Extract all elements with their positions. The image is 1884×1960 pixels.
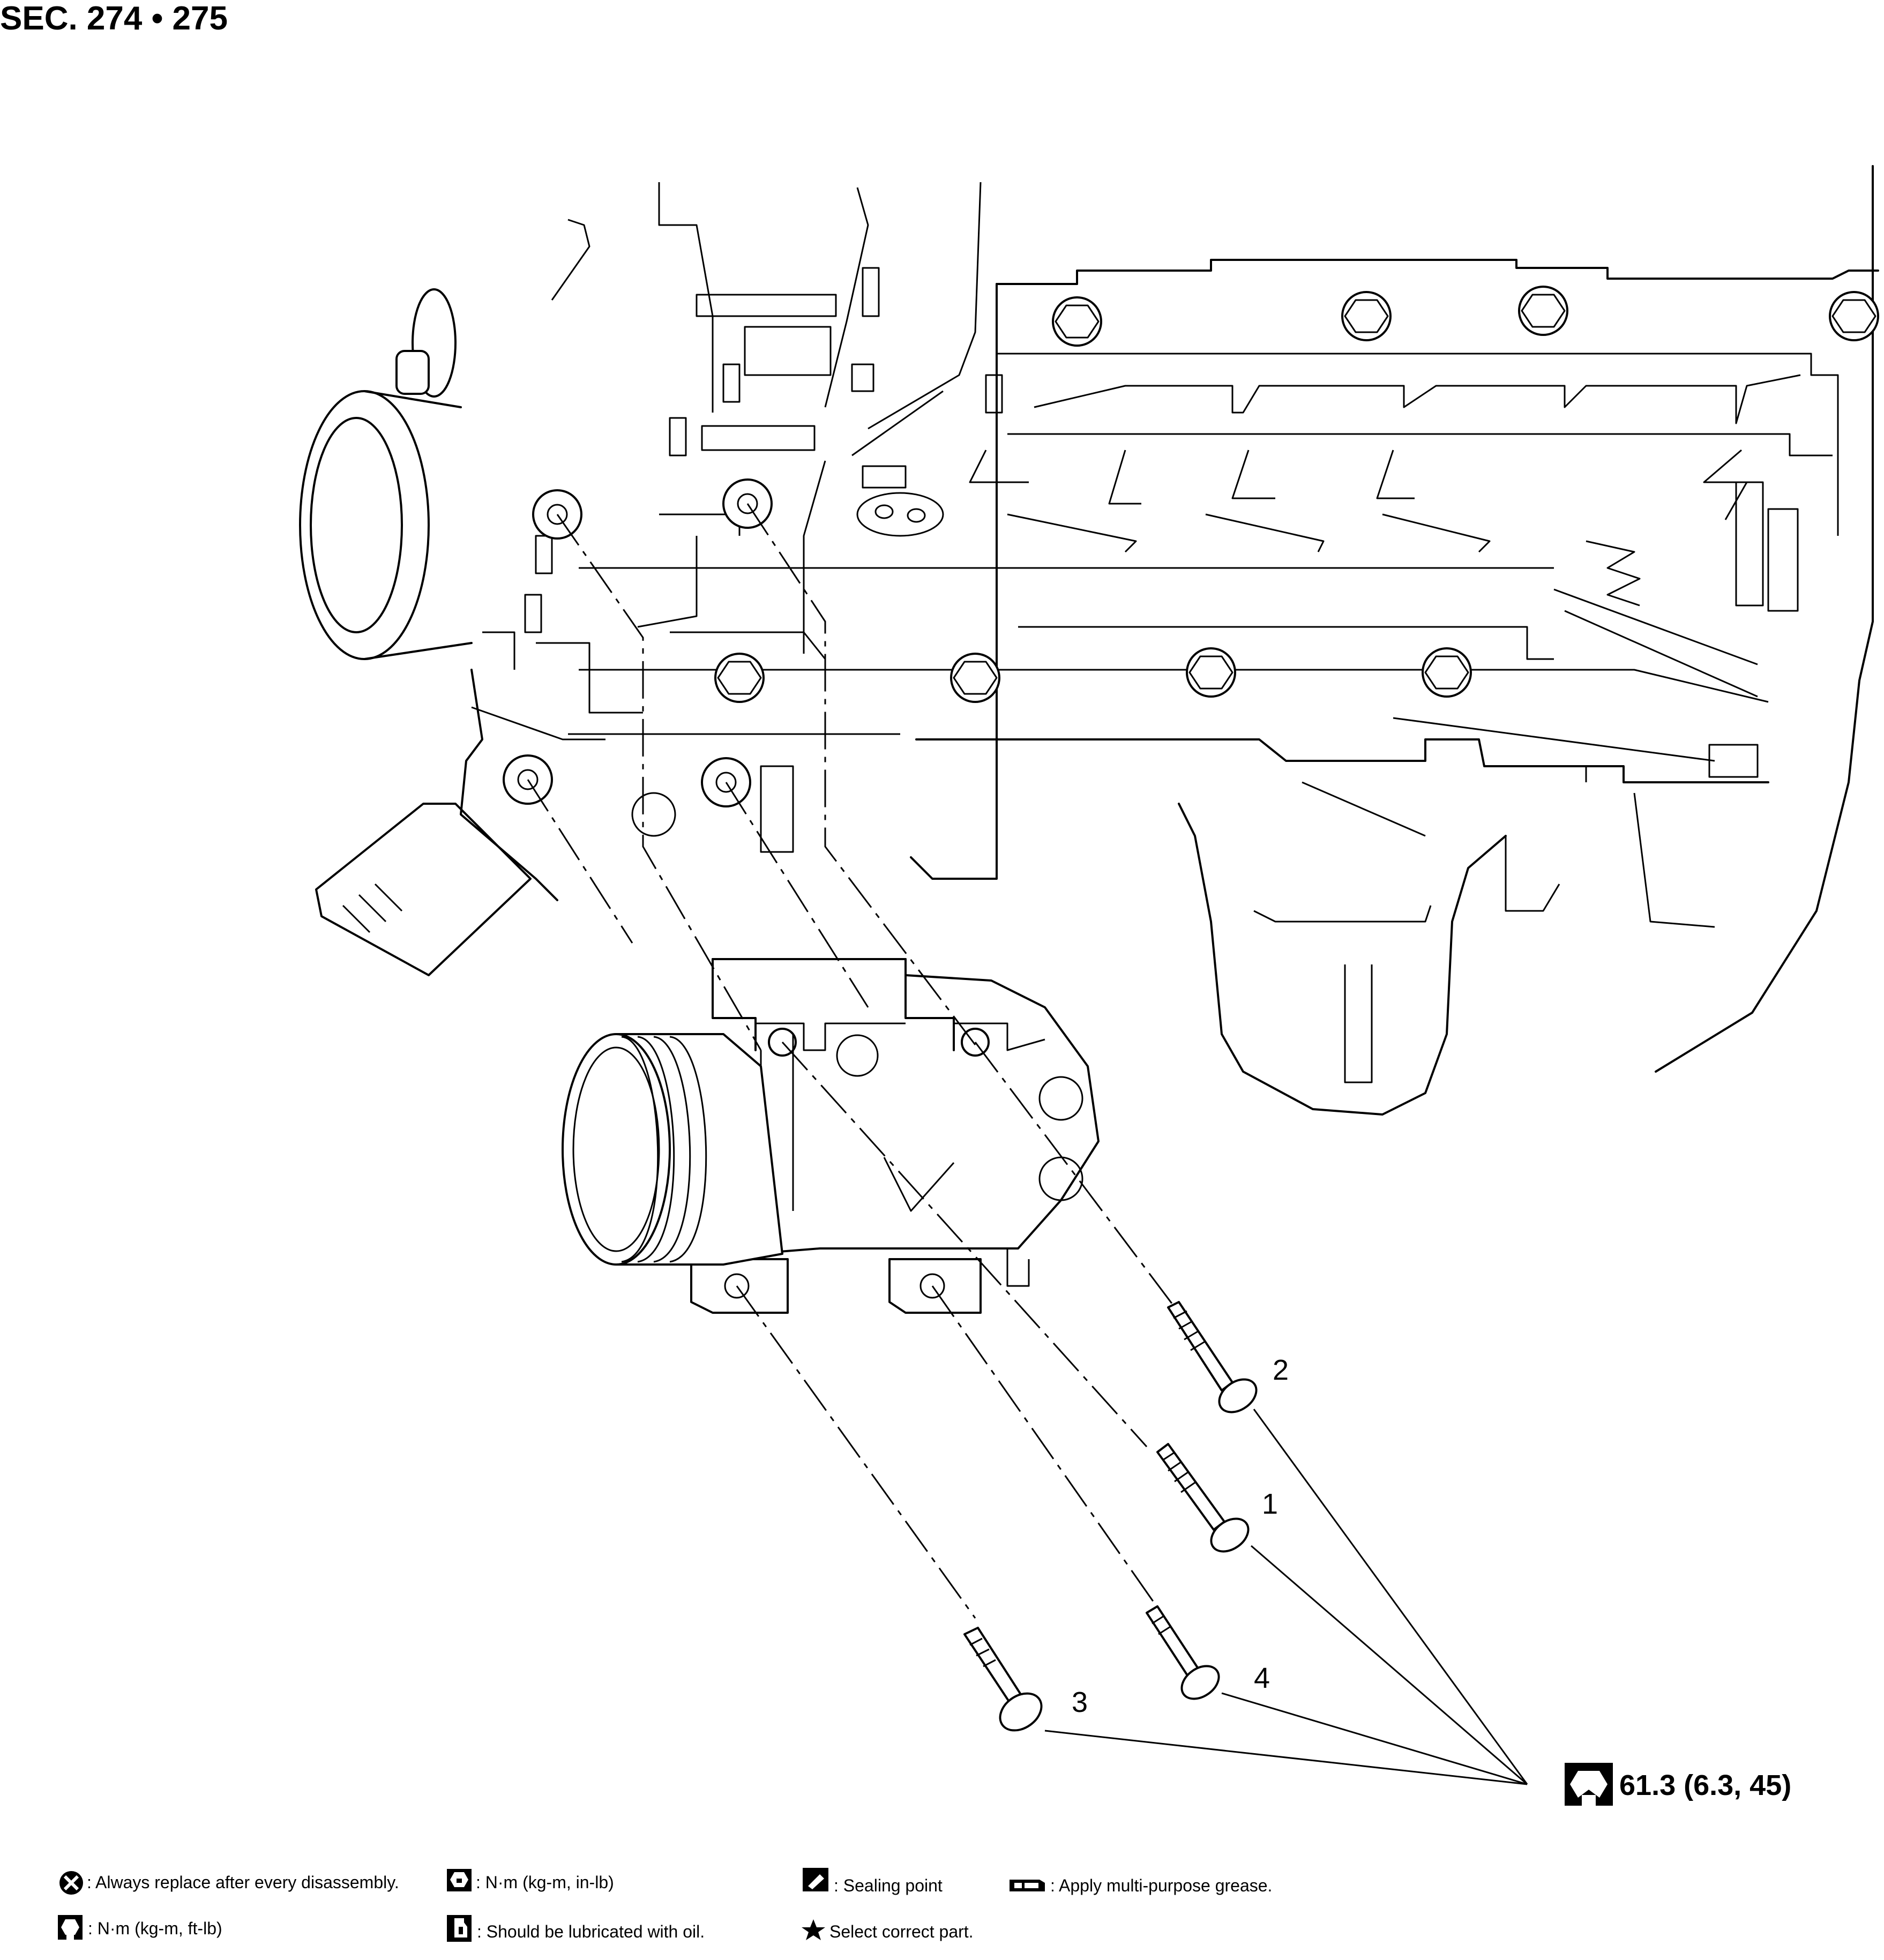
legend-grease: : Apply multi-purpose grease. (1050, 1876, 1272, 1895)
callout-4: 4 (1254, 1662, 1270, 1694)
oil-can-icon (447, 1915, 472, 1942)
callout-2: 2 (1273, 1354, 1289, 1386)
torque-leaders (1044, 1409, 1528, 1785)
legend-oil: : Should be lubricated with oil. (477, 1922, 705, 1941)
crankshaft-pulley (299, 288, 473, 660)
grease-icon (1010, 1880, 1045, 1891)
x-circle-icon (59, 1871, 83, 1895)
legend-sealing: : Sealing point (834, 1876, 943, 1895)
torque-value: 61.3 (6.3, 45) (1619, 1769, 1791, 1801)
compressor-pulley (562, 1033, 783, 1266)
engine-block (299, 165, 1879, 1116)
section-title: SEC. 274 • 275 (0, 0, 228, 37)
torque-wrench-ft-lb-icon (58, 1915, 83, 1940)
bolt-1 (1156, 1443, 1250, 1553)
bolt-2 (1167, 1301, 1258, 1413)
legend-replace: : Always replace after every disassembly… (87, 1873, 399, 1892)
star-icon (802, 1919, 825, 1940)
legend: : Always replace after every disassembly… (58, 1868, 1272, 1942)
torque-wrench-in-lb-icon (447, 1869, 472, 1891)
bolt-3 (963, 1627, 1043, 1732)
legend-select: Select correct part. (829, 1922, 974, 1941)
torque-wrench-icon (1565, 1763, 1613, 1806)
sealing-point-icon (803, 1868, 828, 1891)
alignment-lines (527, 503, 1180, 1619)
legend-torque-ft-lb: : N·m (kg-m, ft-lb) (88, 1919, 222, 1938)
legend-torque-in-lb: : N·m (kg-m, in-lb) (476, 1873, 614, 1892)
callout-3: 3 (1072, 1686, 1088, 1718)
bolt-4 (1146, 1605, 1220, 1700)
torque-spec: 61.3 (6.3, 45) (1565, 1763, 1791, 1806)
callout-1: 1 (1262, 1488, 1278, 1520)
oil-filter (315, 803, 532, 976)
block-bolts (714, 286, 1879, 703)
